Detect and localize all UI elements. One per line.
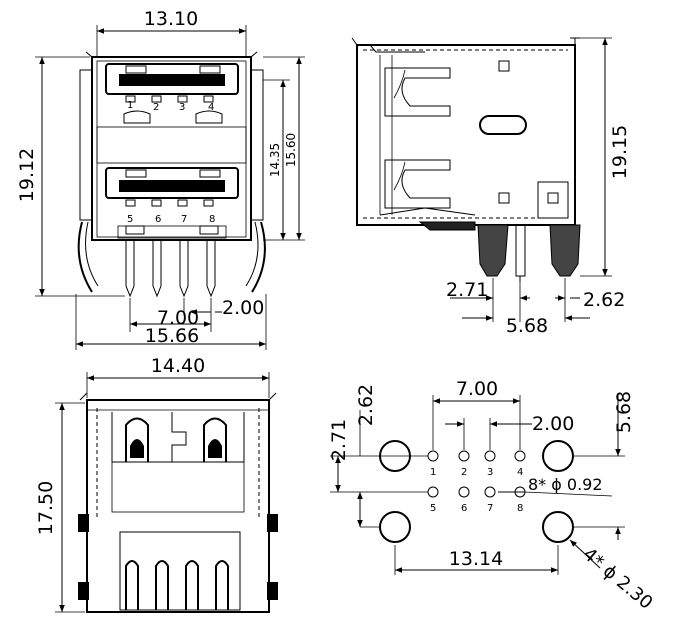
dim-pcb-large-hole: 4* ϕ 2.30 [579,544,657,614]
dim-front-height-inner: 14.35 [268,143,282,177]
dim-side-offset-right: 2.62 [583,289,625,311]
pcb-large-hole-bl [379,511,411,543]
dim-pcb-bottom-span: 13.14 [449,548,503,570]
rear-lower-contacts [125,560,229,610]
dim-pcb-pitch-2: 2.00 [532,413,574,435]
pcb-pin-hole-4 [514,450,526,462]
side-upper-contact [384,67,451,117]
pcb-large-hole-br [542,511,574,543]
pcb-pin-label-8: 8 [517,503,523,514]
bottom-port-opening [105,167,239,199]
front-pin-5: 5 [127,214,133,225]
pcb-pin-label-1: 1 [430,467,436,478]
dim-side-offset-left: 2.71 [446,279,488,301]
pcb-pin-hole-2 [458,450,470,462]
pcb-pin-label-2: 2 [461,467,467,478]
front-right-leg [251,221,266,293]
pcb-pin-hole-5 [427,486,439,498]
pcb-pin-label-7: 7 [487,503,493,514]
front-view: 1 2 3 4 5 6 7 8 13.10 19.12 [16,8,305,350]
pcb-pin-hole-6 [458,486,470,498]
pcb-large-hole-tr [542,440,574,472]
front-left-flange [79,69,93,221]
front-pin-2: 2 [153,102,159,113]
front-pin-7: 7 [181,214,187,225]
side-lower-contact [384,159,451,209]
dim-rear-height-left: 17.50 [35,481,57,535]
rear-left-tab-lower [78,582,89,600]
dim-pcb-small-hole: 8* ϕ 0.92 [528,475,603,494]
side-slot [479,115,527,135]
side-left-leg [477,224,509,277]
front-pin-6: 6 [155,214,161,225]
front-divider [96,126,247,164]
pcb-pin-label-4: 4 [517,467,523,478]
side-right-leg [549,224,581,277]
dim-rear-width-top: 14.40 [151,355,205,377]
dim-front-pitch-2: 2.00 [222,297,264,319]
front-pin-1: 1 [127,100,133,111]
dim-front-width-bottom: 15.66 [145,325,199,347]
pcb-pin-hole-3 [484,450,496,462]
front-left-leg [77,221,93,293]
side-view: 19.15 2.71 2.62 5.68 [351,37,631,337]
side-body [356,44,576,226]
pcb-layout: 1 2 3 4 5 6 7 8 7.00 2.00 2.62 2.71 5.68 [328,378,657,614]
rear-left-tab-upper [78,514,89,532]
dim-front-width-top: 13.10 [144,8,198,30]
dim-front-height-left: 19.12 [16,148,38,202]
dim-pcb-left-v1: 2.62 [355,384,377,426]
pcb-pin-label-6: 6 [461,503,467,514]
front-pin-4: 4 [208,102,214,113]
bottom-port-tongue [119,180,225,192]
top-port-tongue [119,74,225,86]
rear-right-tab-upper [267,514,278,532]
front-shell-inner [96,60,247,238]
front-pin-3: 3 [179,102,185,113]
pcb-pin-label-3: 3 [487,467,493,478]
dim-pcb-pitch-7: 7.00 [456,378,498,400]
front-right-flange [250,69,264,221]
rear-right-tab-lower [267,582,278,600]
dim-pcb-right-v: 5.68 [613,391,635,433]
rear-view: 14.40 17.50 [35,355,278,613]
dim-side-height: 19.15 [609,125,631,179]
rear-upper-contact-right [203,417,227,462]
front-signal-pins [125,240,216,298]
dim-side-spacing: 5.68 [506,315,548,337]
front-pin-8: 8 [209,214,215,225]
top-port-opening [105,63,239,95]
pcb-pin-hole-7 [484,486,496,498]
pcb-pin-hole-1 [427,450,439,462]
rear-body [86,399,270,613]
rear-upper-contact-left [125,417,149,462]
dim-front-pitch-7: 7.00 [157,307,199,329]
dim-front-height-outer: 15.60 [284,133,298,167]
dim-pcb-left-v2: 2.71 [328,419,350,461]
pcb-pin-label-5: 5 [430,503,436,514]
